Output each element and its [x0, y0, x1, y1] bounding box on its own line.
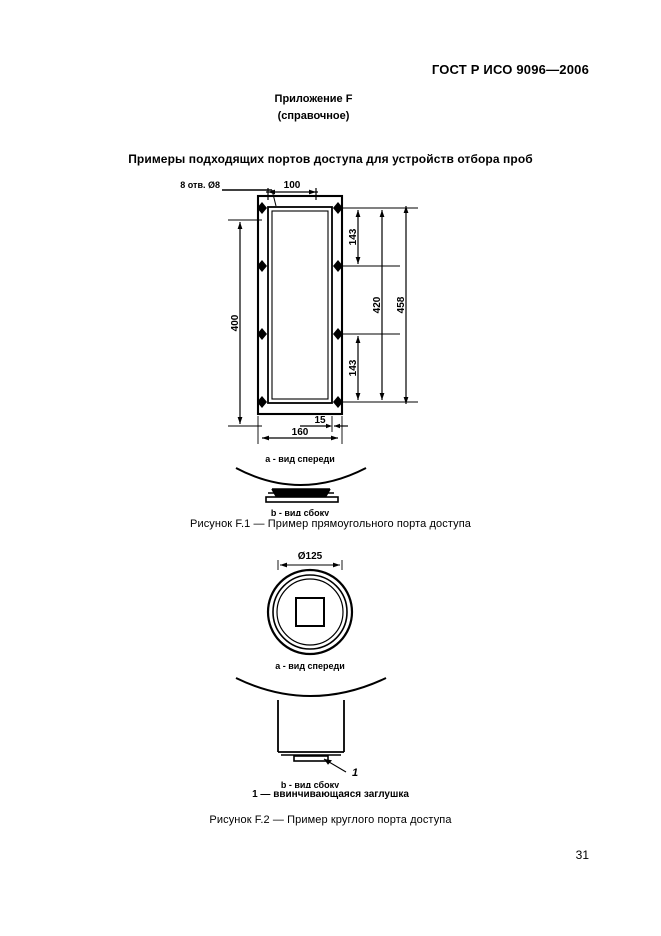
fig1-dim-flange-edge: 15 — [314, 415, 326, 426]
page-number: 31 — [575, 848, 589, 862]
fig2-callout-1: 1 — [352, 767, 358, 779]
annex-title: Приложение F — [274, 93, 353, 105]
standard-header: ГОСТ Р ИСО 9096—2006 — [431, 62, 589, 77]
fig1-dim-height-mid: 420 — [372, 296, 383, 313]
section-title: Примеры подходящих портов доступа для ус… — [128, 152, 533, 166]
figure-2-legend-note: 1 — ввинчивающаяся заглушка — [252, 789, 409, 800]
annex-subtitle: (справочное) — [277, 110, 350, 122]
figure-1-drawing: 8 отв. Ø8 100 400 143 143 420 458 15 160… — [0, 176, 661, 516]
figure-2-caption: Рисунок F.2 — Пример круглого порта дост… — [209, 814, 452, 826]
fig1-dim-width-inner: 100 — [284, 180, 301, 191]
fig1-dim-height-left: 400 — [230, 314, 241, 331]
annex-heading-block: Приложение F (справочное) — [0, 91, 644, 125]
fig1-dim-holes: 8 отв. Ø8 — [180, 180, 220, 190]
fig2-front-view-label: a - вид спереди — [275, 661, 344, 671]
fig1-front-view-label: a - вид спереди — [265, 454, 334, 464]
fig2-side-view-label: b - вид сбоку — [281, 780, 339, 788]
figure-1-caption: Рисунок F.1 — Пример прямоугольного порт… — [190, 518, 471, 530]
fig1-dim-width-outer: 160 — [292, 427, 309, 438]
fig1-side-view-label: b - вид сбоку — [271, 508, 329, 516]
fig1-dim-pitch-bottom: 143 — [348, 359, 359, 376]
figure-2-drawing: Ø125 a - вид спереди 1 b - вид сбоку — [0, 548, 661, 788]
fig1-dim-height-outer: 458 — [396, 296, 407, 313]
fig2-dim-diameter: Ø125 — [298, 551, 323, 562]
fig1-dim-pitch-top: 143 — [348, 228, 359, 245]
